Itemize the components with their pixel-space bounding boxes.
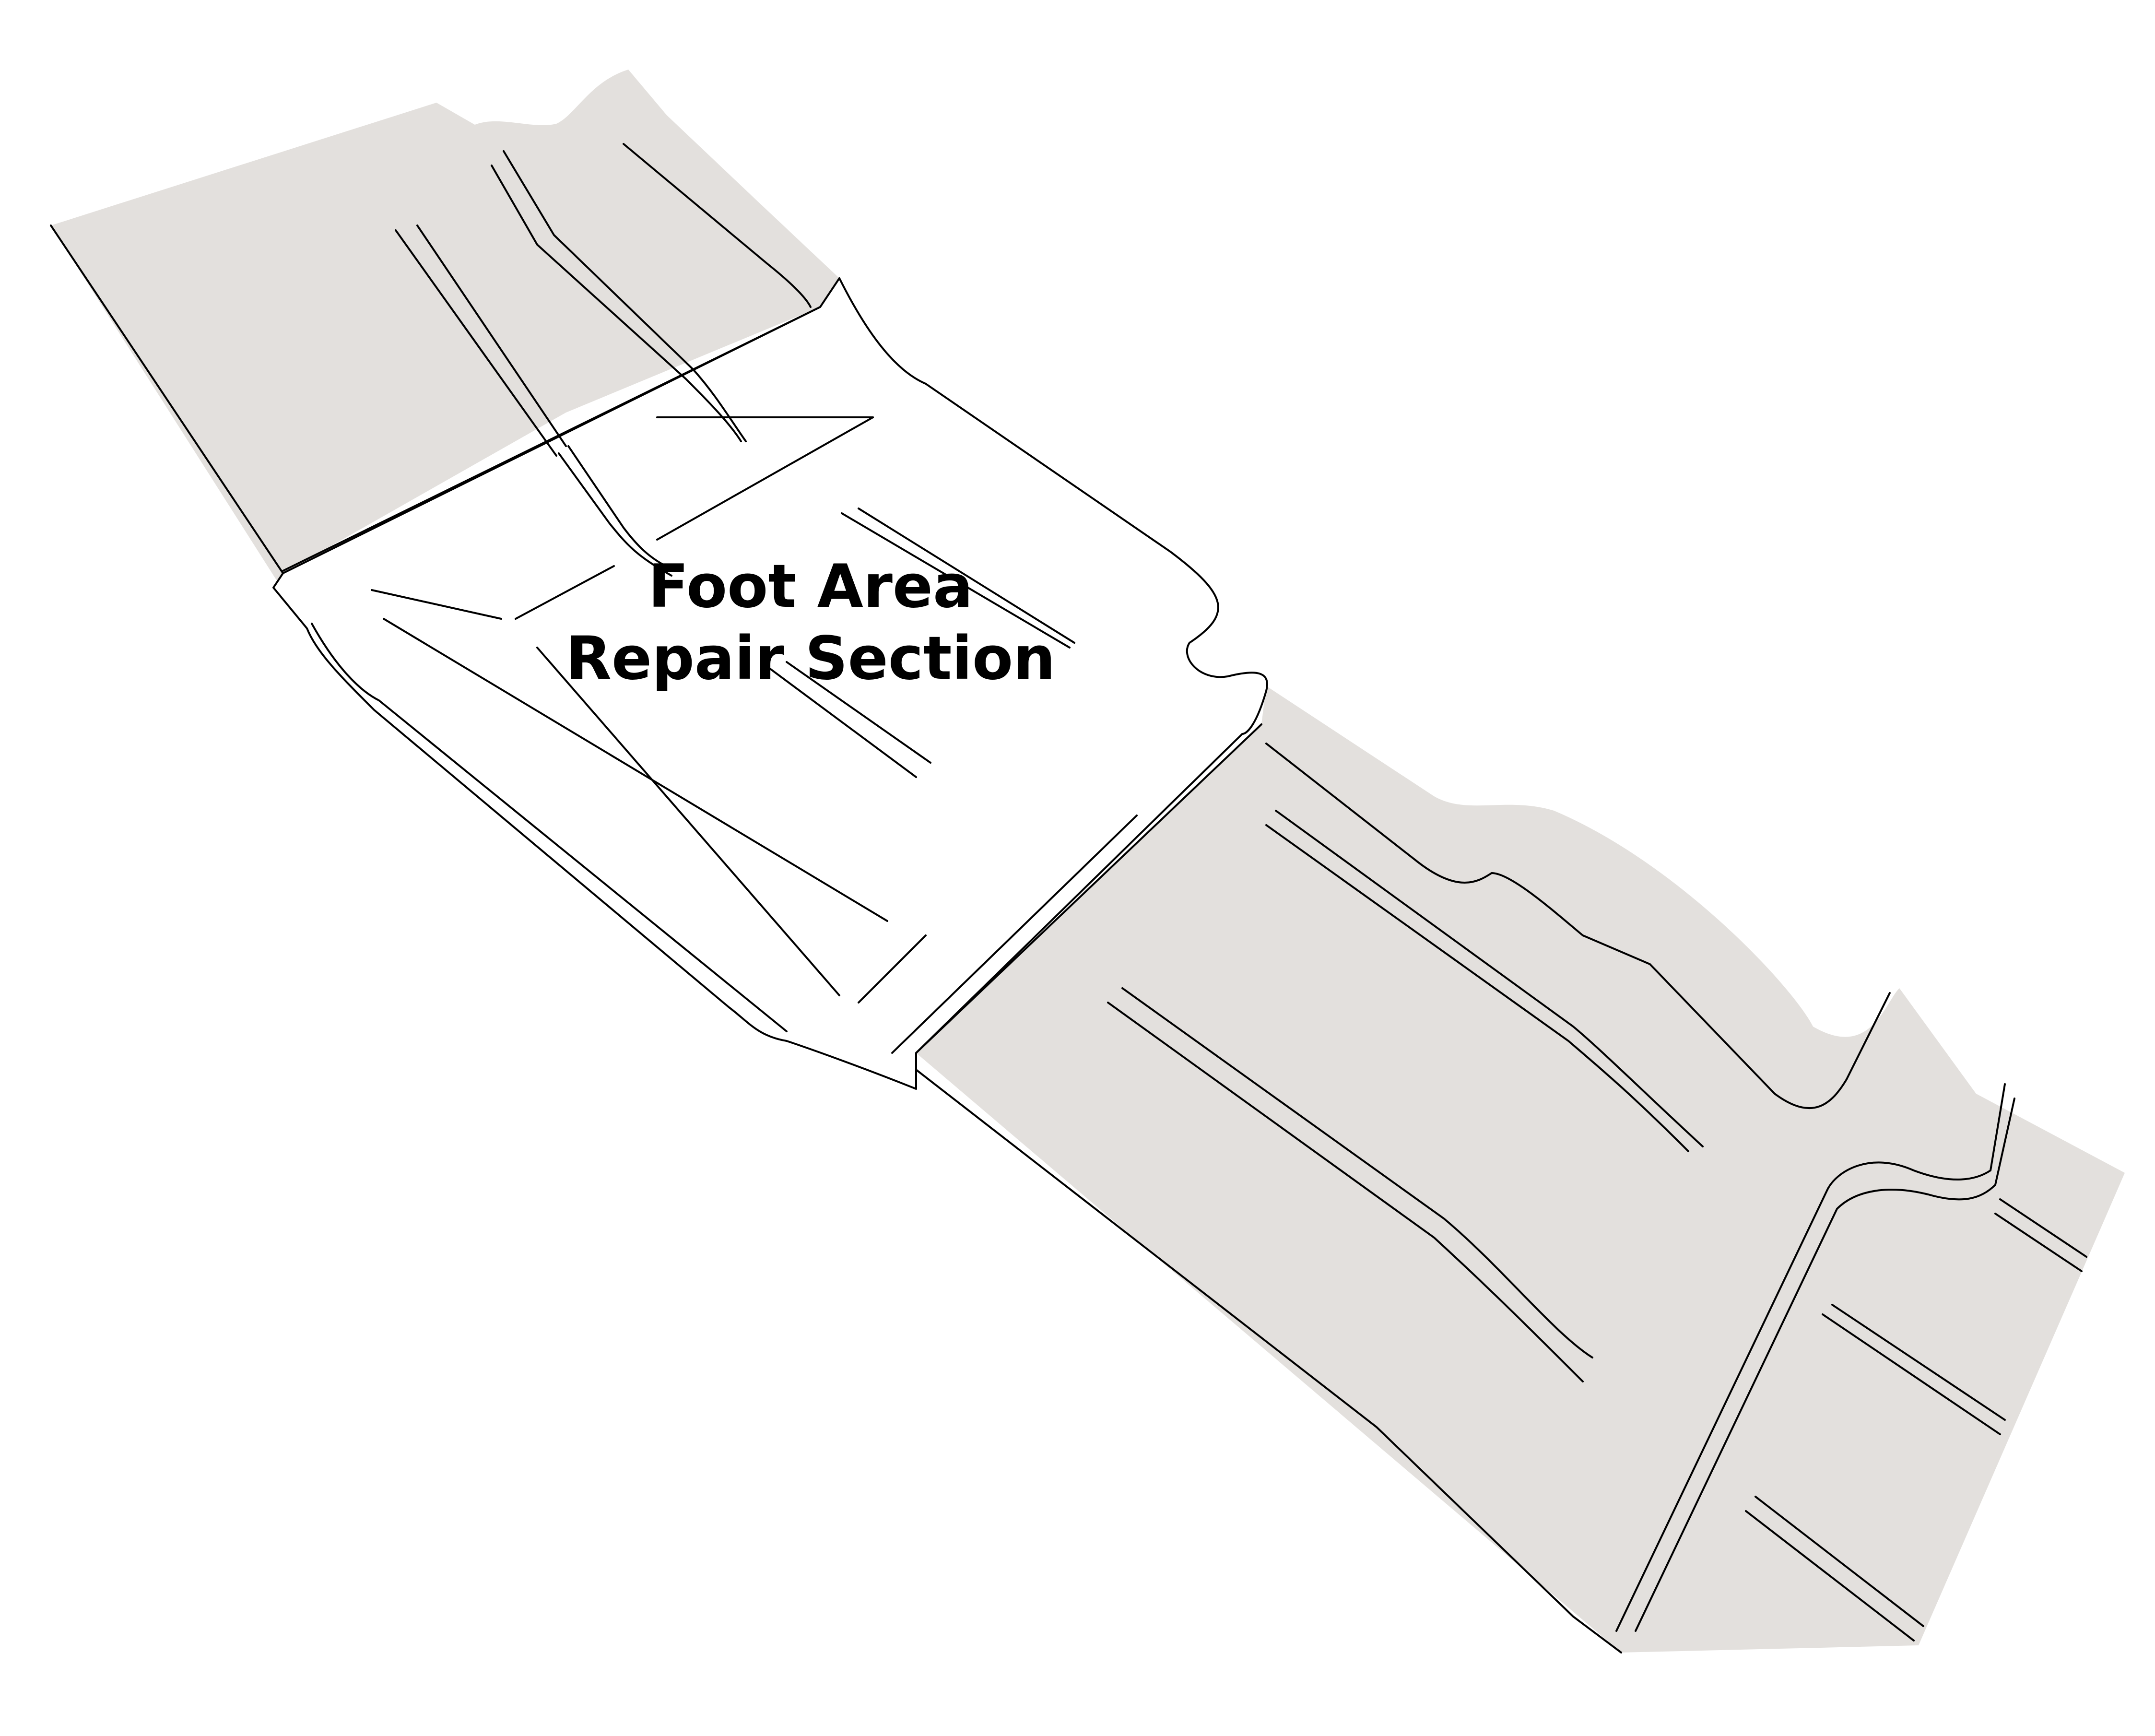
- lower-rib-5a: [1999, 1198, 2087, 1258]
- repair-rib-1b: [858, 508, 1075, 644]
- repair-tunnel-seam-2: [567, 445, 677, 572]
- repair-long-1: [383, 618, 888, 922]
- lower-cross-tunnel-b: [1635, 1098, 2015, 1632]
- repair-rib-2a: [766, 666, 917, 778]
- lower-rib-3b: [1822, 1313, 2001, 1435]
- floor-outer-edge-bottom: [915, 1069, 1622, 1653]
- lower-rib-1b: [1265, 824, 1689, 1152]
- lower-rib-5b: [1994, 1213, 2083, 1272]
- lower-cross-tunnel-a: [1615, 1083, 2006, 1632]
- floor-outer-edge-left: [50, 224, 284, 574]
- label-line-2: Repair Section: [565, 624, 1055, 693]
- repair-fold-front: [915, 723, 1262, 1054]
- repair-tunnel-seam-1: [558, 452, 672, 577]
- repair-rib-1a: [841, 512, 1071, 649]
- lower-rib-2a: [1121, 987, 1593, 1358]
- lower-rib-3a: [1831, 1304, 2006, 1421]
- repair-bottom-fold: [858, 934, 927, 1004]
- lower-rib-4a: [1755, 1496, 1924, 1627]
- repair-long-2: [536, 647, 840, 996]
- upper-rib-1b: [416, 224, 567, 447]
- repair-fold-front-inner: [891, 815, 1138, 1054]
- label-line-1: Foot Area: [648, 552, 973, 621]
- lower-tunnel-edge: [1265, 743, 1891, 1109]
- lower-rib-4b: [1745, 1510, 1915, 1642]
- floor-pan-upper: [51, 70, 839, 583]
- repair-inner-edge: [311, 623, 788, 1032]
- repair-cross-3: [371, 589, 502, 620]
- upper-tunnel-edge: [623, 143, 812, 308]
- lower-rib-1a: [1275, 810, 1704, 1147]
- upper-rib-1a: [395, 229, 557, 457]
- repair-cross-2: [515, 565, 615, 620]
- repair-top-seam: [282, 306, 821, 572]
- repair-cross-1: [656, 416, 874, 541]
- repair-section-panel: [272, 277, 1268, 1090]
- floor-pan-lower: [916, 686, 2125, 1653]
- upper-rib-2a: [491, 165, 742, 442]
- repair-rib-2b: [786, 661, 931, 764]
- lower-rib-2b: [1107, 1002, 1584, 1382]
